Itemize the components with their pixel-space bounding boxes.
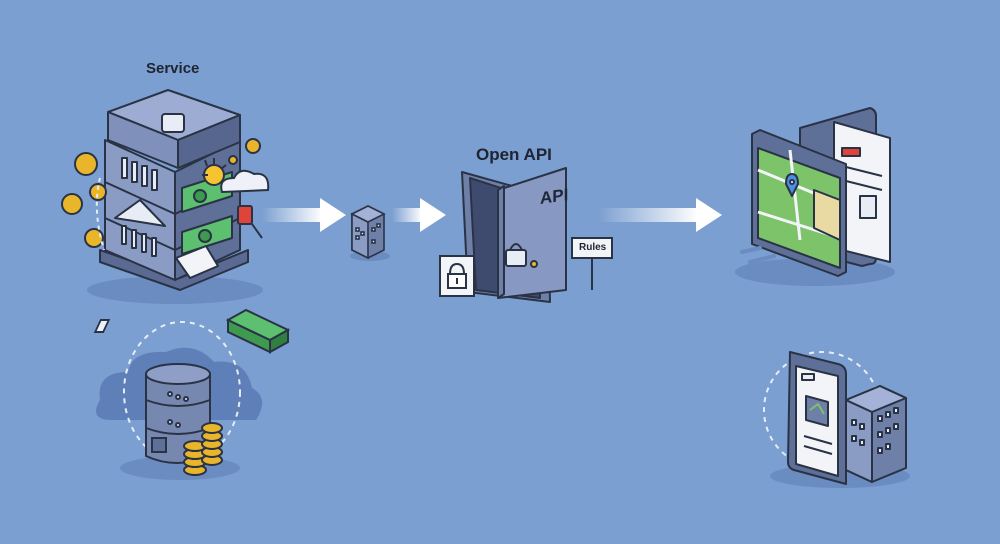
open-api-title: Open API [476, 145, 552, 164]
rules-sign-label: Rules [579, 242, 607, 253]
service-building-icon [87, 89, 263, 304]
flow-arrow-3 [598, 198, 722, 232]
coin-stack-icon [183, 422, 223, 476]
flow-arrow-1 [262, 198, 346, 232]
database-icon [96, 321, 263, 480]
lock-sign-icon [439, 255, 475, 297]
flow-arrow-2 [392, 198, 446, 232]
mobile-office-icon [763, 351, 910, 488]
cloud-icon [202, 158, 270, 194]
rules-signpost [571, 237, 613, 290]
cash-bundle-icon [93, 308, 291, 354]
api-door-label: API [540, 185, 569, 208]
map-tablet-icon [735, 107, 895, 286]
server-chip-icon [350, 205, 390, 261]
coin-icons [61, 138, 261, 251]
service-title: Service [146, 60, 200, 77]
api-door-icon [461, 167, 567, 303]
